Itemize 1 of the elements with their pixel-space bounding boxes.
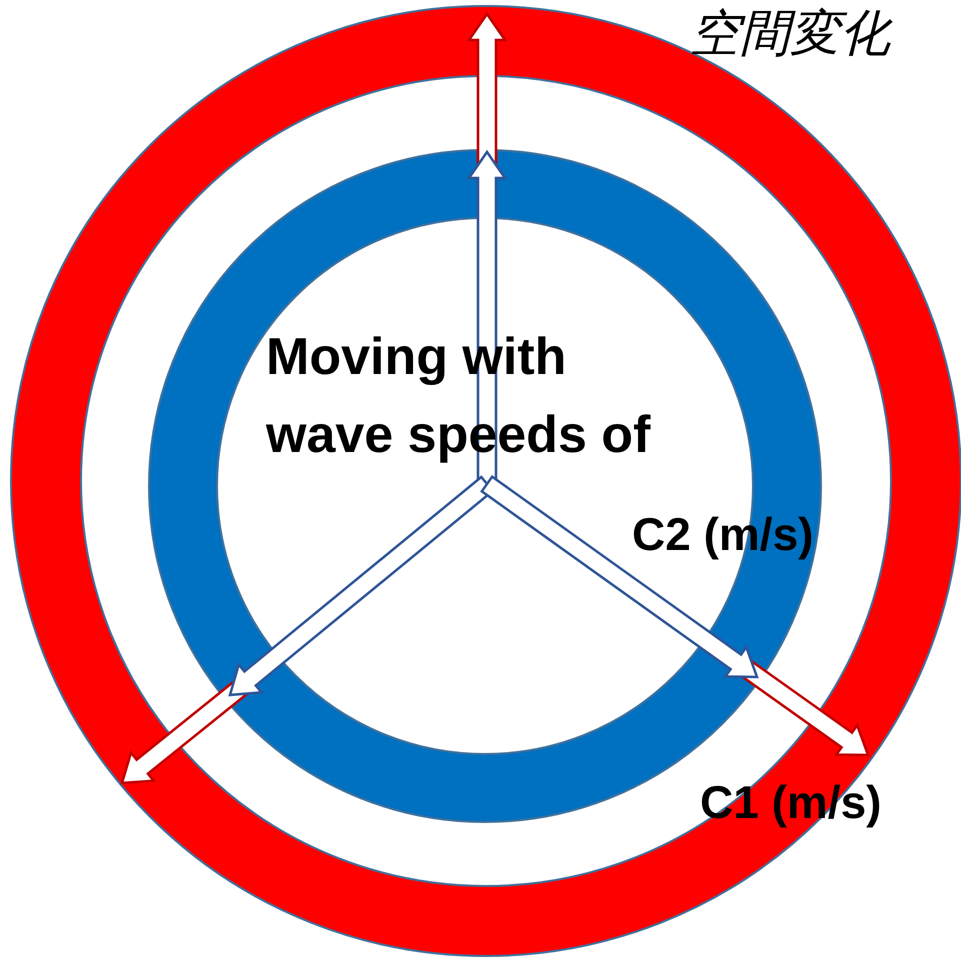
- title-text: 空間変化: [690, 0, 960, 71]
